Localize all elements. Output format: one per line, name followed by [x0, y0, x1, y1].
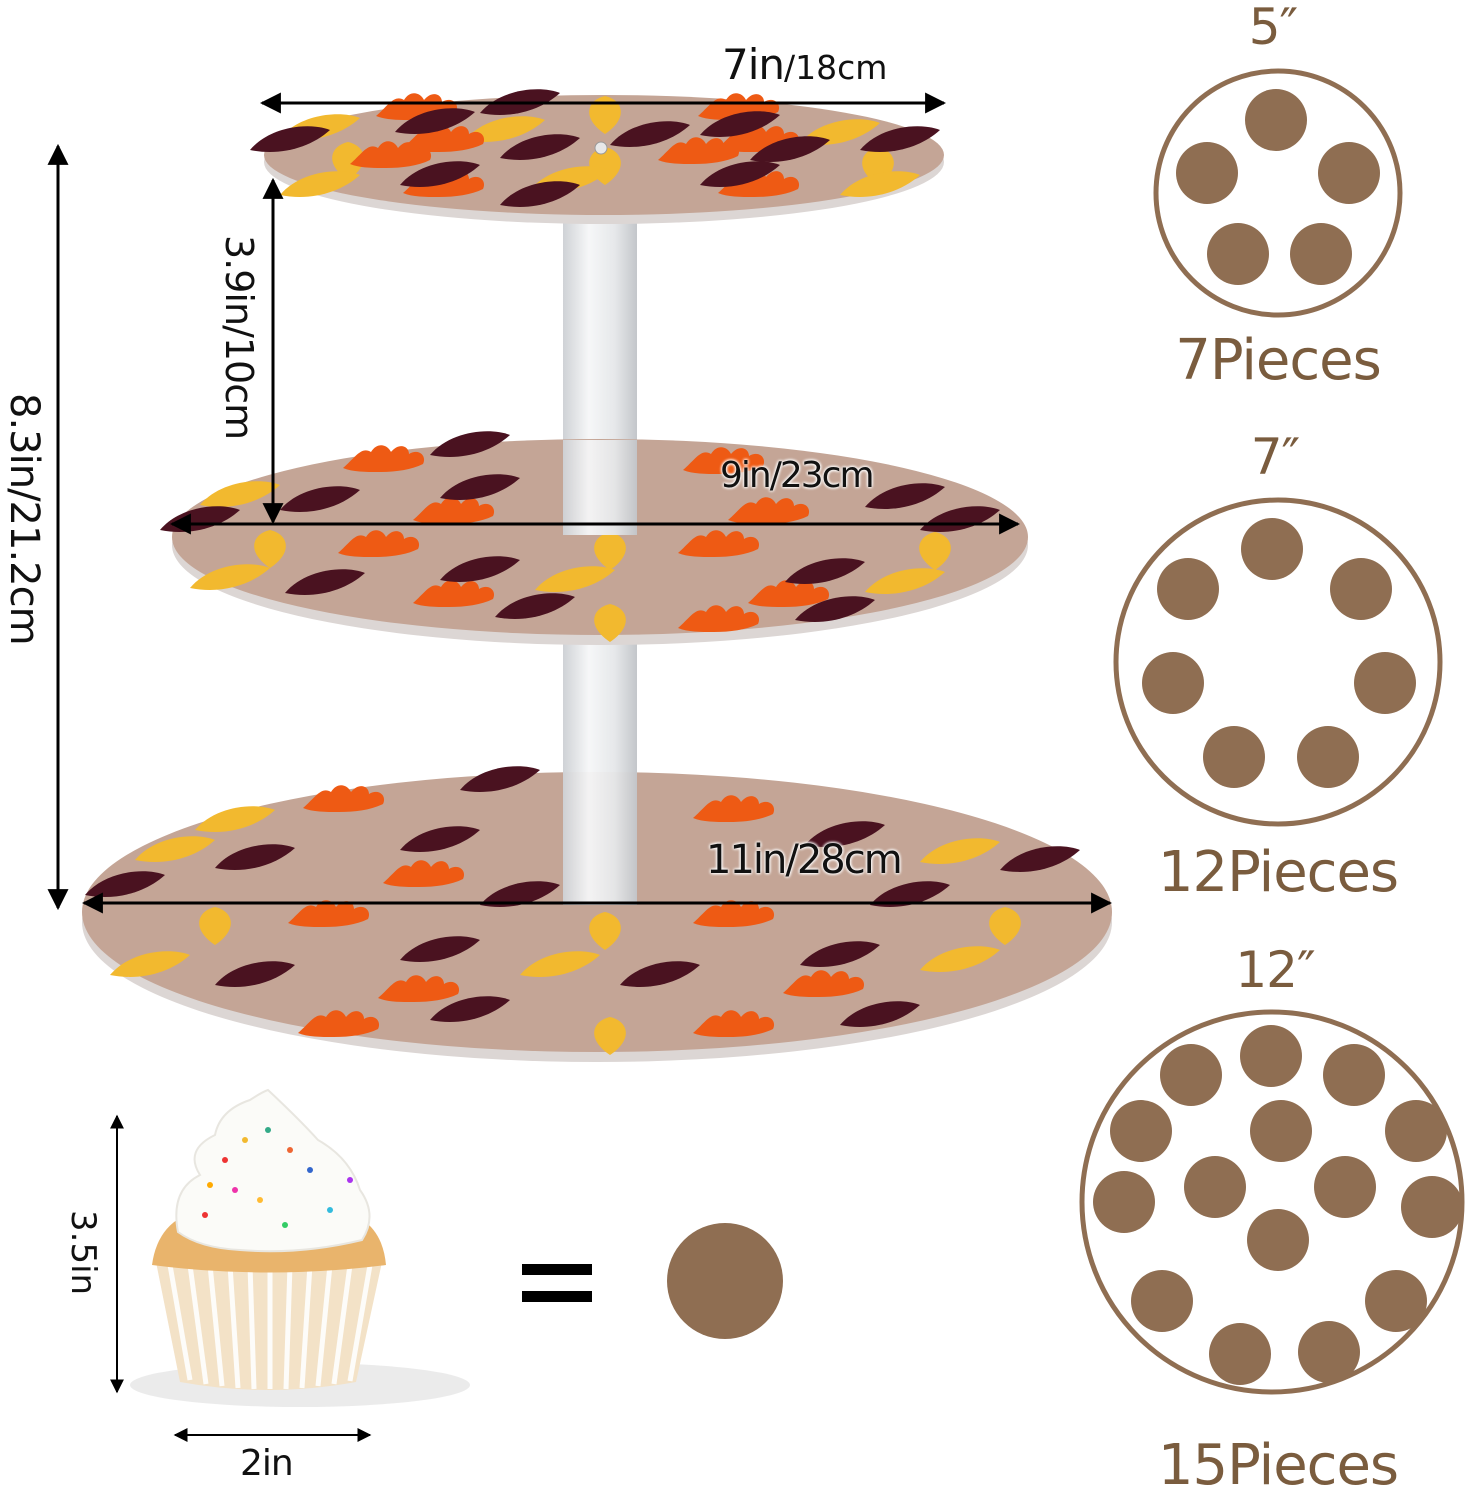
equals-icon	[522, 1258, 592, 1304]
total-height-label: 8.3in/21.2cm	[1, 393, 47, 645]
cupcake-width-label: 2in	[240, 1443, 294, 1484]
pieces-15-label: 15Pieces	[1157, 1433, 1399, 1498]
capacity-12-inch-diagram	[1079, 1009, 1465, 1395]
cupcake-token-icon	[667, 1223, 783, 1339]
pieces-12-label: 12Pieces	[1157, 840, 1399, 905]
size-5-inch-label: 5″	[1248, 0, 1299, 56]
cupcake-height-label: 3.5in	[63, 1210, 103, 1296]
middle-tier-width-label: 9in/23cm	[720, 455, 875, 496]
cupcake-image	[130, 1088, 470, 1407]
bottom-tier-width-label: 11in/28cm	[706, 837, 903, 883]
top-tier-width-label: 7in/18cm	[722, 44, 887, 86]
pieces-7-label: 7Pieces	[1175, 328, 1382, 393]
capacity-7-inch-diagram	[1113, 497, 1443, 827]
center-screw	[594, 141, 608, 155]
capacity-5-inch-diagram	[1153, 68, 1403, 318]
top-tier-width-cm: /18cm	[784, 48, 888, 87]
size-12-inch-label: 12″	[1235, 941, 1315, 999]
middle-tier-plate	[160, 431, 1028, 645]
top-tier-width-in: 7in	[722, 40, 785, 89]
top-tier-plate	[250, 89, 944, 224]
tier-gap-label: 3.9in/10cm	[217, 235, 261, 440]
size-7-inch-label: 7″	[1250, 428, 1301, 486]
